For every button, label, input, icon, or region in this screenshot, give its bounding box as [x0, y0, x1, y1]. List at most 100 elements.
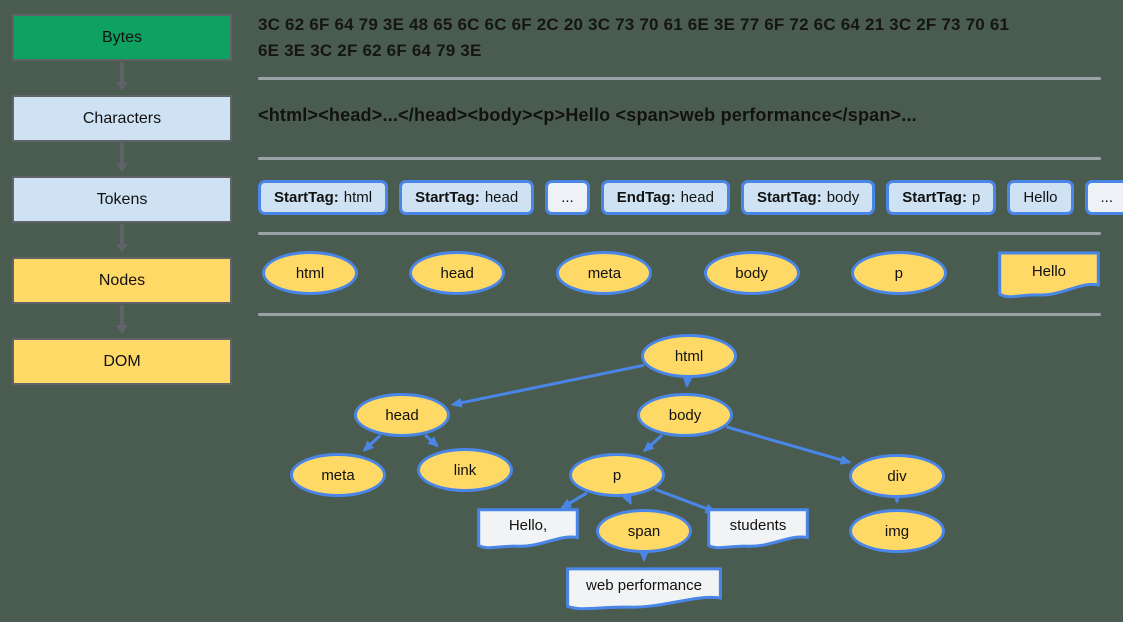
- section-divider: [258, 232, 1101, 235]
- text-node-label: Hello,: [508, 516, 548, 534]
- element-node-p: p: [850, 251, 947, 295]
- pipeline-box-label: Bytes: [101, 28, 142, 46]
- section-divider: [258, 313, 1101, 316]
- element-node-label: body: [735, 264, 768, 282]
- dom-edge-head-to-link: [424, 434, 439, 448]
- element-node-img: img: [849, 509, 945, 553]
- pipeline-box-label: Characters: [82, 109, 162, 127]
- element-node-label: head: [440, 264, 474, 282]
- token-pill-endtag-head: EndTag:head: [600, 180, 730, 215]
- text-node-label: Hello: [1031, 262, 1067, 280]
- element-node-head: head: [409, 251, 506, 295]
- pipeline-box-label: Nodes: [98, 271, 146, 289]
- pipeline-arrow: [12, 223, 232, 257]
- element-node-meta: meta: [290, 453, 386, 497]
- pipeline-arrow: [12, 61, 232, 95]
- dom-edge-body-to-p: [642, 434, 664, 453]
- token-pill-starttag-head: StartTag:head: [399, 180, 535, 215]
- bytes-hex-line-2: 6E 3E 3C 2F 62 6F 64 79 3E: [258, 41, 482, 60]
- pipeline-box-tokens: Tokens: [12, 176, 232, 223]
- element-node-head: head: [354, 393, 450, 437]
- token-type-label: StartTag:: [274, 189, 339, 206]
- element-node-p: p: [569, 453, 665, 497]
- text-node-hello: Hello: [998, 251, 1100, 297]
- element-node-label: img: [884, 522, 910, 540]
- nodes-row: html head meta body p Hello: [262, 251, 1100, 297]
- token-value: body: [826, 189, 860, 206]
- element-node-label: body: [668, 406, 702, 424]
- down-arrow-icon: [120, 143, 124, 163]
- token-value: ...: [561, 189, 574, 206]
- element-node-label: head: [385, 406, 419, 424]
- token-pill-starttag-p: StartTag:p: [886, 180, 997, 215]
- pipeline-arrow: [12, 142, 232, 176]
- dom-edge-p-to-students: [654, 487, 717, 514]
- token-value: ...: [1100, 189, 1114, 206]
- characters-string: <html><head>...</head><body><p>Hello <sp…: [258, 105, 917, 125]
- pipeline-box-label: Tokens: [96, 190, 148, 208]
- element-node-label: html: [674, 347, 704, 365]
- bytes-hex-line-1: 3C 62 6F 64 79 3E 48 65 6C 6C 6F 2C 20 3…: [258, 15, 1010, 34]
- down-arrow-icon: [120, 305, 124, 325]
- element-node-body: body: [637, 393, 733, 437]
- text-node-label: web performance: [586, 576, 702, 594]
- pipeline-box-nodes: Nodes: [12, 257, 232, 304]
- dom-edge-body-to-div: [726, 425, 852, 465]
- token-pill-starttag-html: StartTag:html: [258, 180, 389, 215]
- element-node-html: html: [262, 251, 358, 295]
- element-node-link: link: [417, 448, 513, 492]
- token-value: head: [484, 189, 519, 206]
- text-node-flag-shape: [707, 508, 809, 548]
- down-arrow-icon: [120, 224, 124, 244]
- element-node-div: div: [849, 454, 945, 498]
- token-pill-hello: Hello: [1007, 180, 1074, 215]
- element-node-label: meta: [587, 264, 622, 282]
- pipeline-box-characters: Characters: [12, 95, 232, 142]
- element-node-label: html: [295, 264, 325, 282]
- token-pill-: ...: [545, 180, 590, 215]
- element-node-label: div: [887, 467, 907, 485]
- text-node-label: students: [729, 516, 787, 534]
- token-value: Hello: [1023, 189, 1058, 206]
- element-node-span: span: [596, 509, 692, 553]
- element-node-label: span: [627, 522, 661, 540]
- element-node-label: p: [612, 466, 622, 484]
- text-node-students: students: [707, 508, 809, 548]
- token-type-label: EndTag:: [616, 189, 676, 206]
- dom-tree-edges: [362, 363, 902, 562]
- element-node-label: meta: [321, 466, 355, 484]
- dom-edge-p-to-span: [622, 492, 632, 506]
- token-type-label: StartTag:: [756, 189, 822, 206]
- token-value: head: [680, 189, 714, 206]
- element-node-meta: meta: [556, 251, 653, 295]
- token-type-label: StartTag:: [415, 189, 480, 206]
- pipeline-box-label: DOM: [103, 352, 141, 370]
- element-node-body: body: [703, 251, 800, 295]
- element-node-label: p: [894, 264, 903, 282]
- token-type-label: StartTag:: [902, 189, 967, 206]
- dom-edge-p-to-hello: [560, 491, 588, 510]
- token-pill-starttag-body: StartTag:body: [740, 180, 876, 215]
- text-node-flag-shape: [477, 508, 579, 548]
- token-value: p: [971, 189, 981, 206]
- dom-edge-html-to-head: [450, 363, 645, 408]
- element-node-label: link: [453, 461, 477, 479]
- text-node-hello: Hello,: [477, 508, 579, 548]
- down-arrow-icon: [120, 62, 124, 82]
- dom-edge-head-to-meta: [362, 434, 382, 452]
- element-node-html: html: [641, 334, 737, 378]
- bytes-hex-text: 3C 62 6F 64 79 3E 48 65 6C 6C 6F 2C 20 3…: [258, 12, 1058, 64]
- token-pill-: ...: [1084, 180, 1123, 215]
- section-divider: [258, 157, 1101, 160]
- text-node-flag-shape: [998, 251, 1100, 297]
- text-node-web-performance: web performance: [565, 567, 723, 609]
- pipeline-box-bytes: Bytes: [12, 14, 232, 61]
- text-node-flag-shape: [565, 567, 723, 609]
- section-divider: [258, 77, 1101, 80]
- token-value: html: [343, 189, 373, 206]
- pipeline-arrow: [12, 304, 232, 338]
- pipeline-box-dom: DOM: [12, 338, 232, 385]
